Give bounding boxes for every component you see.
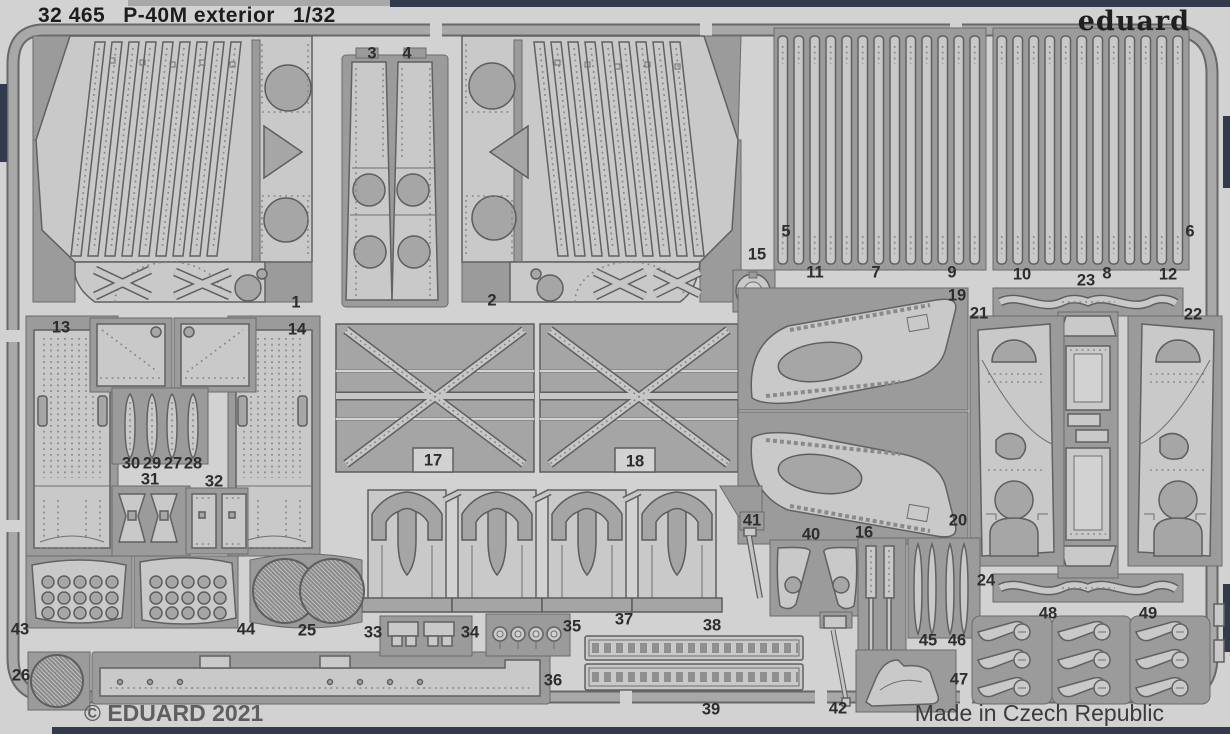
- parts-6-12-slat-set: [992, 27, 1190, 271]
- part-40-fins: [769, 539, 867, 617]
- made-in-text: Made in Czech Republic: [914, 700, 1164, 726]
- parts-43-44-plates: [25, 555, 239, 629]
- part-18-x-panel: [539, 323, 739, 473]
- sheet-title: 32 465 P-40M exterior 1/32: [38, 4, 354, 28]
- scale: 1/32: [292, 4, 336, 27]
- parts-27-30-blades: [111, 387, 209, 465]
- part-47-bracket: [855, 649, 957, 713]
- part-21-panel: [969, 315, 1065, 567]
- part-2-ribbed-panel: [461, 35, 742, 303]
- part-32-plates: [185, 487, 249, 555]
- parts-45-46-blades: [907, 537, 981, 639]
- copyright-text: © EDUARD 2021: [84, 700, 264, 726]
- parts-33-34-brackets: [379, 615, 473, 657]
- part-25-mesh-discs: [249, 553, 365, 629]
- part-38-toothed-strip: [584, 635, 804, 661]
- part-35-hooks: [485, 613, 571, 657]
- eduard-logo: eduard: [1077, 6, 1190, 37]
- part-31-goblets: [111, 485, 191, 557]
- part-23-wavy-strip: [992, 287, 1184, 317]
- part-14-frame: [173, 315, 321, 557]
- part-20-fairing: [737, 411, 969, 545]
- part-22-panel: [1127, 315, 1223, 567]
- catalog-number: 32 465: [38, 4, 106, 27]
- part-16-rods: [857, 537, 907, 665]
- parts-5-11-slat-set: [773, 27, 987, 271]
- parts-48-49-clips: [971, 603, 1225, 705]
- part-37-chevrons: [361, 485, 763, 613]
- part-17-x-panel: [335, 323, 535, 473]
- part-26-mesh-disc: [27, 651, 91, 711]
- parts-3-4-spars: [341, 47, 449, 308]
- center-column-parts: [1057, 311, 1119, 579]
- part-1-ribbed-panel: [32, 35, 313, 303]
- part-39-toothed-strip: [584, 663, 804, 691]
- part-19-fairing: [737, 287, 969, 411]
- part-41-rod: [739, 511, 765, 599]
- product-name: P-40M exterior: [123, 4, 275, 27]
- part-42-rod: [819, 611, 853, 707]
- part-36-strip: [91, 651, 551, 705]
- part-13-frame: [25, 315, 173, 557]
- part-24-wavy-strip: [992, 573, 1184, 603]
